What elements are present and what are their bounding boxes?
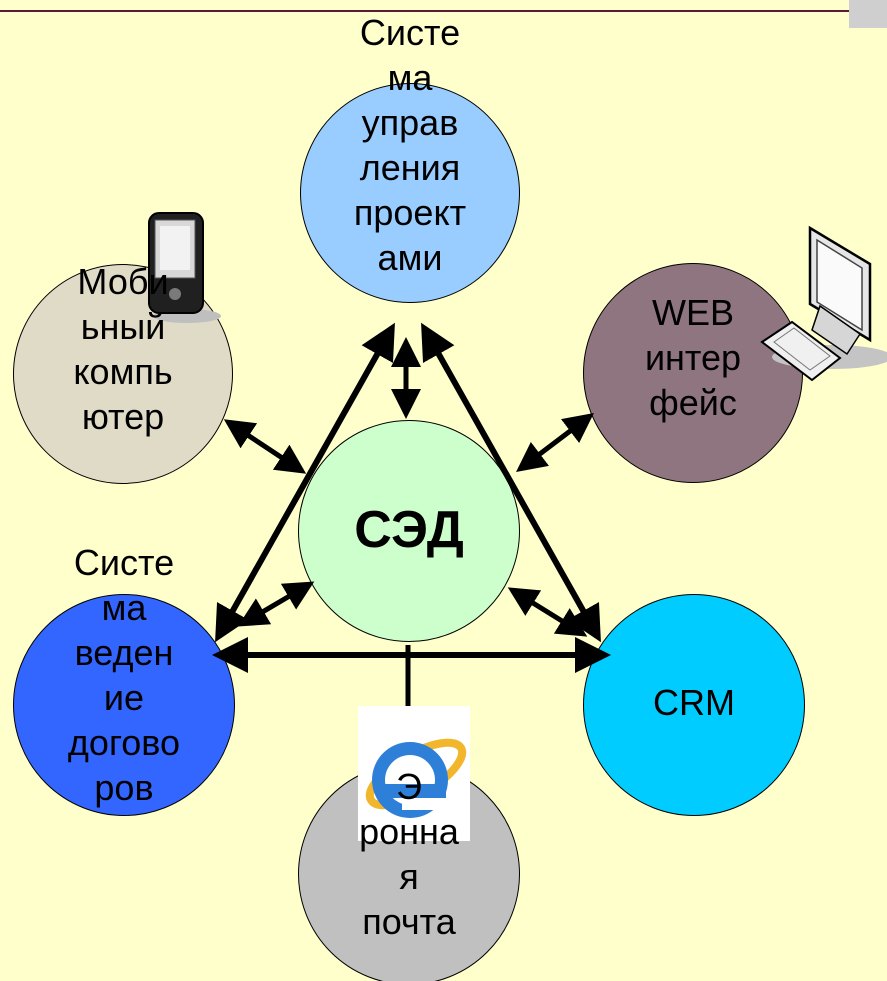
label-crm: CRM xyxy=(653,682,735,723)
node-contracts xyxy=(13,594,235,816)
edge-center-crm xyxy=(507,587,588,637)
internet-explorer-icon xyxy=(358,706,470,841)
edge-center-mobile xyxy=(223,419,307,474)
top-border-line xyxy=(0,0,860,12)
pda-icon xyxy=(148,212,221,323)
label-center-sed: СЭД xyxy=(354,501,464,559)
node-project-management xyxy=(300,83,520,303)
edge-project-crm xyxy=(421,322,601,643)
corner-decoration xyxy=(849,0,887,28)
node-crm xyxy=(583,594,805,816)
edge-project-contracts xyxy=(215,322,395,643)
edge-center-contracts xyxy=(237,581,315,627)
edge-center-web xyxy=(516,412,594,473)
computer-icon xyxy=(760,225,887,382)
